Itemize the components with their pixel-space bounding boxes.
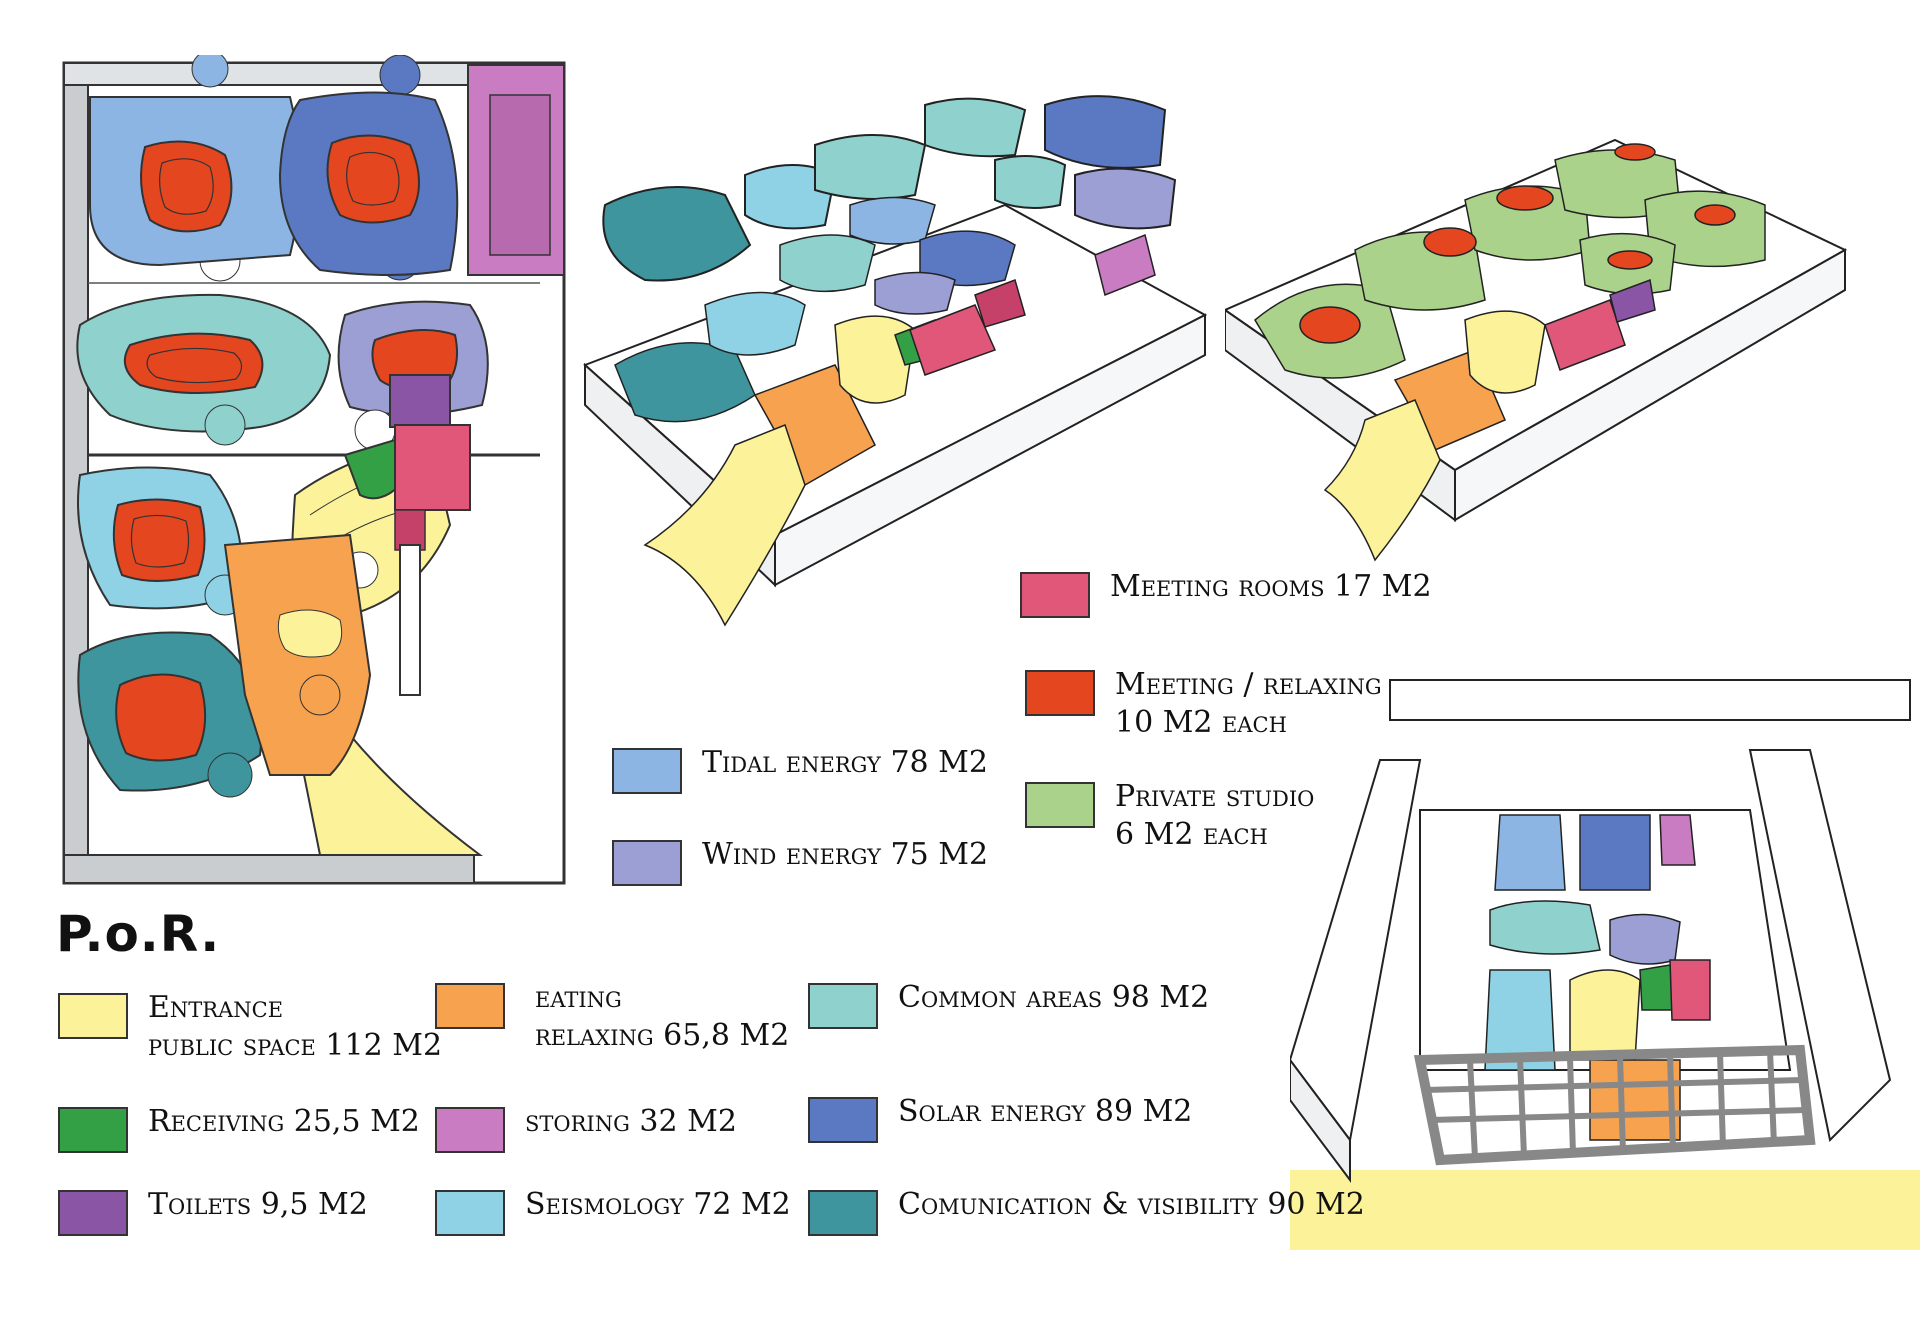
swatch-tidal [612, 748, 682, 794]
legend-label: Tidal energy 78 M2 [702, 745, 988, 780]
legend-label: storing 32 M2 [525, 1104, 737, 1139]
legend-label: Receiving 25,5 M2 [148, 1104, 420, 1139]
perspective-view [1290, 679, 1920, 1250]
legend-label: Meeting rooms 17 M2 [1110, 569, 1432, 604]
swatch-solar [808, 1097, 878, 1143]
floor-plan [62, 55, 566, 885]
swatch-meeting-relaxing [1025, 670, 1095, 716]
page-title: P.o.R. [56, 905, 221, 963]
legend-label: Solar energy 89 M2 [898, 1094, 1193, 1129]
swatch-seismology [435, 1190, 505, 1236]
swatch-wind [612, 840, 682, 886]
legend-label: Comunication & visibility 90 M2 [898, 1187, 1365, 1222]
swatch-meeting-rooms [1020, 572, 1090, 618]
swatch-private-studio [1025, 782, 1095, 828]
swatch-receiving [58, 1107, 128, 1153]
axonometric-view-right [1225, 138, 1848, 562]
swatch-entrance [58, 993, 128, 1039]
swatch-eating [435, 983, 505, 1029]
swatch-common-areas [808, 983, 878, 1029]
legend-label: Seismology 72 M2 [525, 1187, 791, 1222]
axonometric-view-middle [583, 95, 1208, 627]
swatch-storing [435, 1107, 505, 1153]
swatch-comunication [808, 1190, 878, 1236]
legend-label: Common areas 98 M2 [898, 980, 1210, 1015]
legend-label: Wind energy 75 M2 [702, 837, 989, 872]
swatch-toilets [58, 1190, 128, 1236]
legend-label: Toilets 9,5 M2 [148, 1187, 368, 1222]
